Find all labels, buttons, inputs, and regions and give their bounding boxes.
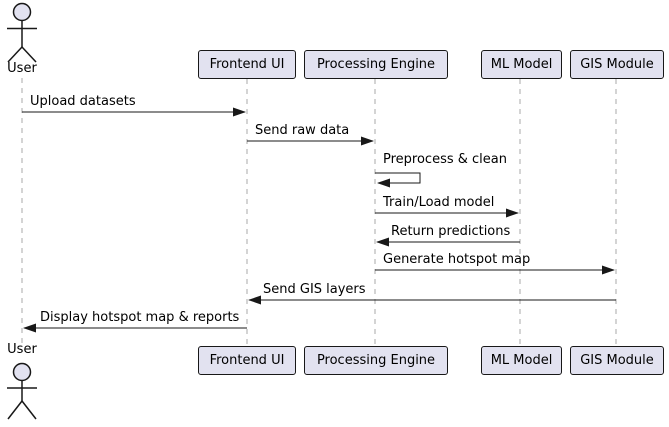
message-label-send-raw-data: Send raw data — [255, 123, 350, 138]
actor-figure-bottom-icon — [7, 362, 37, 420]
actor-label-user-top: User — [7, 61, 37, 76]
arrow-preprocess-self-loop — [375, 172, 421, 188]
participant-processing-engine-top: Processing Engine — [304, 50, 448, 79]
message-label-display-hotspot: Display hotspot map & reports — [40, 310, 240, 325]
message-label-upload-datasets: Upload datasets — [30, 94, 136, 109]
lifelines — [21, 78, 617, 346]
participant-gis-module-bottom: GIS Module — [570, 346, 664, 375]
message-label-send-gis-layers: Send GIS layers — [263, 282, 366, 297]
message-label-generate-hotspot: Generate hotspot map — [383, 252, 531, 267]
actor-figure-top-icon — [7, 2, 37, 63]
participant-frontend-ui-top: Frontend UI — [198, 50, 296, 79]
message-label-preprocess-clean: Preprocess & clean — [383, 152, 507, 167]
participant-ml-model-bottom: ML Model — [481, 346, 562, 375]
participant-frontend-ui-bottom: Frontend UI — [198, 346, 296, 375]
message-label-train-load-model: Train/Load model — [383, 195, 495, 210]
message-arrows — [22, 107, 616, 333]
actor-label-user-bottom: User — [7, 342, 37, 357]
message-label-return-predictions: Return predictions — [391, 224, 511, 239]
participant-gis-module-top: GIS Module — [570, 50, 664, 79]
participant-processing-engine-bottom: Processing Engine — [304, 346, 448, 375]
participant-ml-model-top: ML Model — [481, 50, 562, 79]
